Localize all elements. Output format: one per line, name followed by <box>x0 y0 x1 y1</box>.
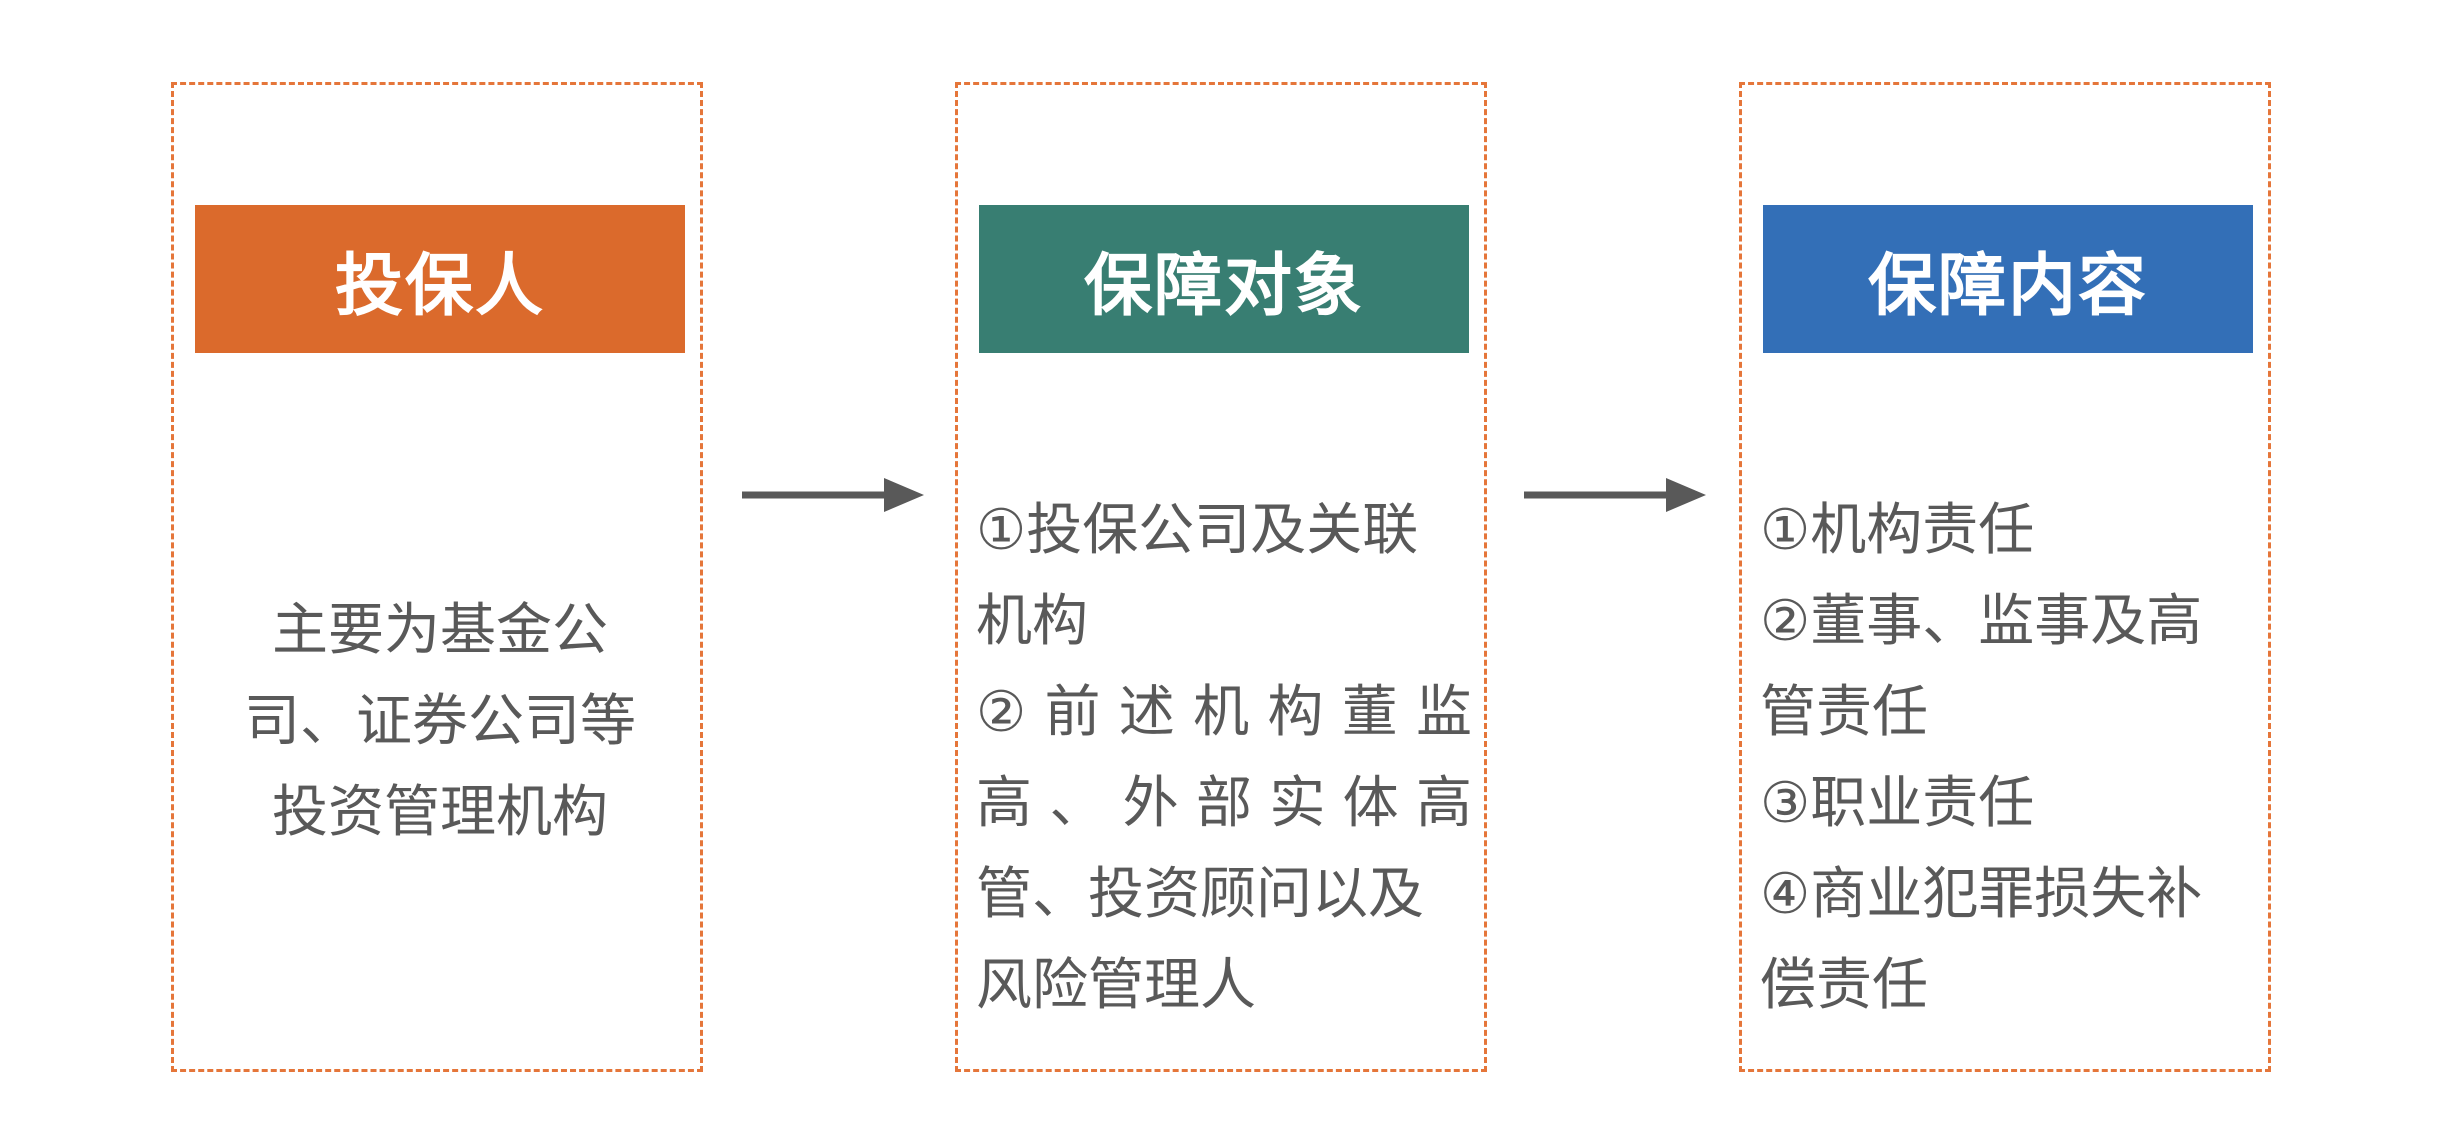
coverage-box: 保障内容 ①机构责任 ②董事、监事及高 管责任 ③职业责任 ④商业犯罪损失补 偿… <box>1739 82 2271 1072</box>
text-line: 主要为基金公 <box>272 598 608 663</box>
coverage-header: 保障内容 <box>1763 205 2253 353</box>
policyholder-description: 主要为基金公 司、证券公司等 投资管理机构 <box>174 585 706 858</box>
text-line: 管、投资顾问以及 <box>976 862 1424 927</box>
insured-parties-box: 保障对象 ①投保公司及关联 机构 ②前述机构董监 高、外部实体高 管、投资顾问以… <box>955 82 1487 1072</box>
text-line: 偿责任 <box>1760 953 1928 1018</box>
text-line: ①投保公司及关联 <box>976 498 1419 563</box>
policyholder-header: 投保人 <box>195 205 685 353</box>
text-line: 管责任 <box>1760 680 1928 745</box>
coverage-list: ①机构责任 ②董事、监事及高 管责任 ③职业责任 ④商业犯罪损失补 偿责任 <box>1760 485 2260 1031</box>
text-line: 机构 <box>976 589 1088 654</box>
text-line: ①机构责任 <box>1760 498 2035 563</box>
text-line: 高、外部实体高 <box>976 771 1476 836</box>
text-line: 投资管理机构 <box>272 780 608 845</box>
policyholder-box: 投保人 主要为基金公 司、证券公司等 投资管理机构 <box>171 82 703 1072</box>
text-line: 风险管理人 <box>976 953 1256 1018</box>
right-arrow-icon <box>1524 478 1706 512</box>
insured-parties-list: ①投保公司及关联 机构 ②前述机构董监 高、外部实体高 管、投资顾问以及 风险管… <box>976 485 1476 1031</box>
insured-parties-header: 保障对象 <box>979 205 1469 353</box>
text-line: ④商业犯罪损失补 <box>1760 862 2203 927</box>
text-line: ③职业责任 <box>1760 771 2035 836</box>
text-line: ②董事、监事及高 <box>1760 589 2203 654</box>
text-line: 司、证券公司等 <box>244 689 636 754</box>
right-arrow-icon <box>742 478 924 512</box>
text-line: ②前述机构董监 <box>976 680 1476 745</box>
